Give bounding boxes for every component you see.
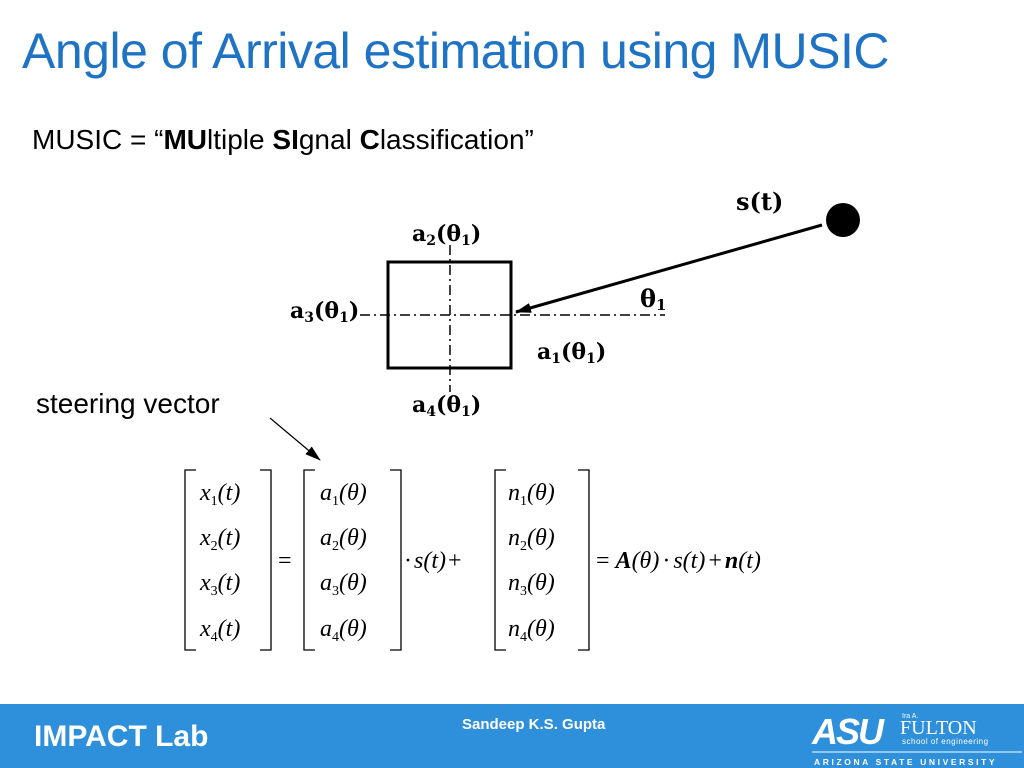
def-bold-2: SI: [272, 124, 299, 155]
logo-asu: ASU: [811, 711, 885, 752]
def-bold-1: MU: [163, 124, 208, 155]
def-bold-3: C: [359, 124, 380, 155]
bracket-a-left: [303, 469, 315, 651]
n-entry-2: n2(θ): [508, 525, 555, 554]
lab-name: IMPACT Lab: [34, 720, 209, 753]
a-entry-3: a3(θ): [320, 570, 367, 599]
x-entry-4: x4(t): [199, 616, 240, 645]
a-entry-2: a2(θ): [320, 525, 367, 554]
def-prefix: MUSIC = “: [32, 124, 164, 155]
n-entry-3: n3(θ): [508, 570, 555, 599]
antenna-array-diagram: s(t) θ1 a2(θ1) a3(θ1) a1(θ1) a4(θ1): [269, 187, 860, 461]
def-text-3: lassification”: [379, 124, 534, 155]
author-name: Sandeep K.S. Gupta: [462, 716, 606, 733]
logo-fulton: FULTON: [900, 717, 977, 739]
antenna-label-a4: a4(θ1): [412, 392, 481, 420]
def-text-1: ltiple: [207, 124, 273, 155]
equals-sign: =: [278, 548, 292, 574]
antenna-label-a2: a2(θ1): [412, 221, 481, 249]
signal-source-dot: [826, 203, 860, 237]
source-label: s(t): [736, 187, 783, 216]
signal-model-equation: x1(t) x2(t) x3(t) x4(t) = a1(θ) a2(θ) a3…: [184, 469, 761, 651]
logo-university: ARIZONA STATE UNIVERSITY: [814, 757, 997, 767]
slide-title: Angle of Arrival estimation using MUSIC: [22, 23, 889, 79]
x-entry-1: x1(t): [199, 480, 240, 509]
bracket-n-right: [578, 469, 590, 651]
incoming-signal-arrow: [515, 223, 823, 314]
steering-pointer-arrow: [269, 417, 321, 461]
compact-form: =A(θ)·s(t)+n(t): [596, 548, 761, 574]
a-entry-4: a4(θ): [320, 616, 367, 645]
asu-fulton-logo: ASU Ira A. FULTON school of engineering …: [811, 711, 1022, 767]
logo-school: school of engineering: [902, 737, 989, 746]
bracket-x-right: [260, 469, 272, 651]
signal-term: ·s(t)+: [404, 548, 462, 574]
x-entry-3: x3(t): [199, 570, 240, 599]
def-text-2: gnal: [298, 124, 360, 155]
x-entry-2: x2(t): [199, 525, 240, 554]
a-entry-1: a1(θ): [320, 480, 367, 509]
logo-ira: Ira A.: [902, 713, 918, 720]
footer-bar: [0, 704, 1024, 768]
bracket-n-left: [494, 469, 506, 651]
antenna-label-a3: a3(θ1): [290, 298, 359, 326]
steering-vector-label: steering vector: [36, 388, 220, 419]
n-entry-4: n4(θ): [508, 616, 555, 645]
antenna-label-a1: a1(θ1): [537, 339, 606, 367]
n-entry-1: n1(θ): [508, 480, 555, 509]
angle-label: θ1: [640, 284, 666, 314]
bracket-a-right: [390, 469, 402, 651]
music-definition: MUSIC = “MUltiple SIgnal Classification”: [32, 124, 534, 156]
bracket-x-left: [184, 469, 196, 651]
